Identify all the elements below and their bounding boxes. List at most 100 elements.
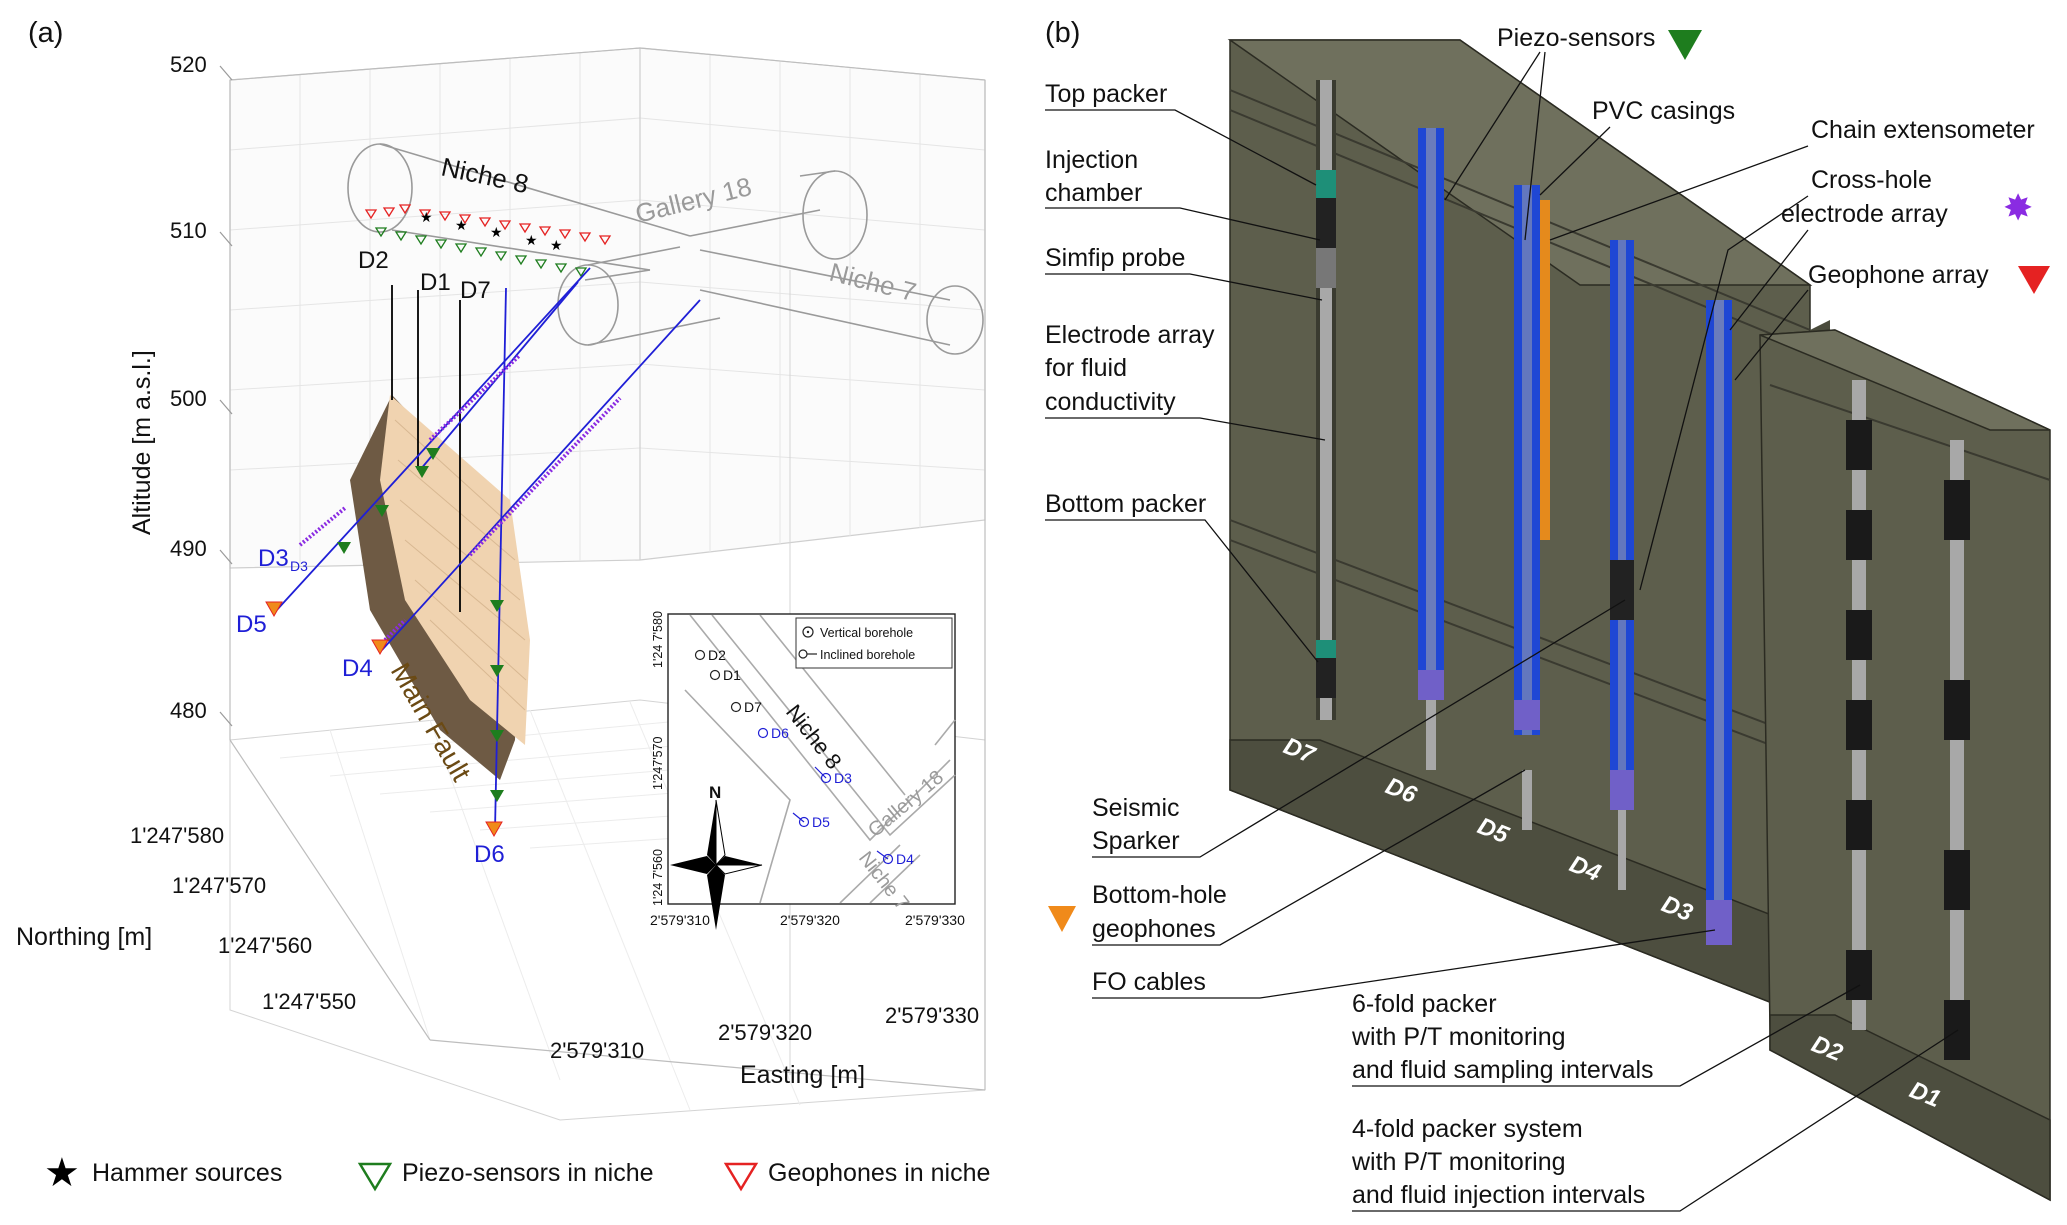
rock-block-small: [1759, 329, 2051, 1202]
callout-top-packer: Top packer: [1045, 80, 1167, 108]
svg-text:★: ★: [550, 237, 563, 253]
callout-sparker-1: Seismic: [1092, 794, 1180, 822]
geophone-triangle-icon: [2018, 266, 2050, 294]
callout-electrode-2: for fluid: [1045, 354, 1127, 382]
svg-text:★: ★: [525, 232, 538, 248]
inset-borehole-label: D7: [744, 699, 762, 715]
borehole-d3-line: [419, 281, 579, 471]
inset-y-tick: 1'24 7'560: [651, 849, 665, 906]
inset-map: Niche 8 Gallery 18 Niche 7 Vertical bore…: [650, 611, 965, 930]
northing-tick: 1'247'550: [262, 989, 356, 1014]
callout-pvc: PVC casings: [1592, 97, 1735, 125]
callout-fo-cables: FO cables: [1092, 968, 1206, 996]
panel-b-bottom-callouts: 6-fold packer with P/T monitoring and fl…: [1351, 990, 1654, 1209]
svg-text:★: ★: [490, 224, 503, 240]
altitude-axis-title: Altitude [m a.s.l.]: [128, 350, 156, 535]
northing-tick: 1'247'560: [218, 933, 312, 958]
borehole-d3-sublabel: D3: [290, 558, 308, 574]
altitude-tick: 520: [170, 52, 207, 77]
bottom-hole-geophones: [265, 601, 503, 838]
inset-legend-vertical: Vertical borehole: [820, 626, 913, 640]
panel-a-label: (a): [28, 17, 63, 49]
niche-sensor-row: ★ ★ ★ ★ ★: [364, 204, 612, 278]
inset-legend-inclined: Inclined borehole: [820, 648, 915, 662]
callout-electrode-3: conductivity: [1045, 388, 1176, 416]
borehole-piezo-markers: [337, 448, 504, 802]
callout-bh-geophones-2: geophones: [1092, 915, 1216, 943]
borehole-d1-assembly: [1944, 440, 1970, 1060]
callout-geophone: Geophone array: [1808, 261, 1989, 289]
inset-borehole-label: D5: [812, 814, 830, 830]
callout-electrode-1: Electrode array: [1045, 321, 1215, 349]
inset-borehole-label: D2: [708, 647, 726, 663]
callout-four-fold-1: 4-fold packer system: [1352, 1115, 1583, 1143]
inset-borehole-label: D4: [896, 851, 914, 867]
svg-text:★: ★: [420, 209, 433, 225]
callout-six-fold-2: with P/T monitoring: [1351, 1023, 1566, 1051]
inset-y-tick: 1'24 7'580: [651, 611, 665, 668]
panel-b-left-callouts: Top packer Injection chamber Simfip prob…: [1045, 80, 1227, 996]
inset-borehole-label: D6: [771, 725, 789, 741]
altitude-tick: 510: [170, 218, 207, 243]
callout-sparker-2: Sparker: [1092, 827, 1180, 855]
borehole-d2-assembly: [1846, 380, 1872, 1030]
callout-crosshole-2: electrode array: [1781, 200, 1948, 228]
borehole-d7-assembly: [1316, 80, 1336, 720]
legend-geophones-label: Geophones in niche: [768, 1159, 990, 1187]
electrode-arrays: [298, 353, 622, 642]
borehole-d6-label: D6: [474, 841, 505, 868]
callout-crosshole-1: Cross-hole: [1811, 166, 1932, 194]
callout-simfip: Simfip probe: [1045, 244, 1185, 272]
borehole-d5-assembly: [1514, 185, 1550, 830]
tunnel-outlines: [347, 143, 984, 355]
altitude-tick: 500: [170, 386, 207, 411]
altitude-tick: 490: [170, 536, 207, 561]
geophone-triangle-icon: [723, 1162, 759, 1192]
borehole-d4-assembly: [1610, 240, 1634, 890]
hammer-star-icon: ★: [44, 1151, 80, 1195]
easting-tick: 2'579'330: [885, 1003, 979, 1028]
easting-tick: 2'579'320: [718, 1020, 812, 1045]
callout-chain: Chain extensometer: [1811, 116, 2035, 144]
easting-axis: 2'579'310 2'579'320 2'579'330 Easting [m…: [550, 1003, 979, 1089]
callout-six-fold-3: and fluid sampling intervals: [1352, 1056, 1654, 1084]
legend-piezo-label: Piezo-sensors in niche: [402, 1159, 654, 1187]
bottom-hole-geophone-icon: [1048, 906, 1076, 932]
callout-four-fold-3: and fluid injection intervals: [1352, 1181, 1645, 1209]
northing-axis-title: Northing [m]: [16, 923, 152, 951]
panel-b-top-callouts: Piezo-sensors PVC casings Chain extensom…: [1497, 24, 2035, 289]
borehole-d3-assembly: [1706, 300, 1732, 945]
altitude-axis: 520 510 500 490 480 Altitude [m a.s.l.]: [128, 52, 233, 727]
borehole-d3-label: D3: [258, 545, 289, 572]
borehole-d4-label: D4: [342, 655, 373, 682]
borehole-d4-line: [381, 299, 701, 651]
borehole-d5-label: D5: [236, 611, 267, 638]
borehole-d6-assembly: [1418, 128, 1444, 770]
northing-tick: 1'247'570: [172, 873, 266, 898]
vertical-boreholes: [391, 285, 461, 612]
north-arrow-icon: [670, 799, 763, 930]
inset-y-tick: 1'247'570: [651, 737, 665, 790]
svg-text:★: ★: [455, 217, 468, 233]
inset-x-tick: 2'579'330: [905, 912, 965, 928]
panel-b-label: (b): [1045, 17, 1080, 49]
callout-four-fold-2: with P/T monitoring: [1351, 1148, 1566, 1176]
piezo-triangle-icon: [1668, 30, 1702, 60]
inset-borehole-label: D1: [723, 667, 741, 683]
borehole-d7-label: D7: [460, 277, 491, 304]
borehole-d1-label: D1: [420, 269, 451, 296]
legend-hammer-label: Hammer sources: [92, 1159, 282, 1187]
inset-x-tick: 2'579'320: [780, 912, 840, 928]
callout-injection-2: chamber: [1045, 179, 1142, 207]
callout-six-fold-1: 6-fold packer: [1352, 990, 1497, 1018]
crosshole-star-icon: ✸: [2003, 187, 2033, 228]
borehole-d2-label: D2: [358, 247, 389, 274]
northing-tick: 1'247'580: [130, 823, 224, 848]
easting-axis-title: Easting [m]: [740, 1061, 865, 1089]
inset-x-tick: 2'579'310: [650, 912, 710, 928]
easting-tick: 2'579'310: [550, 1038, 644, 1063]
callout-bottom-packer: Bottom packer: [1045, 490, 1206, 518]
inset-borehole-label: D3: [834, 770, 852, 786]
northing-axis: 1'247'580 1'247'570 1'247'560 1'247'550 …: [16, 823, 356, 1014]
